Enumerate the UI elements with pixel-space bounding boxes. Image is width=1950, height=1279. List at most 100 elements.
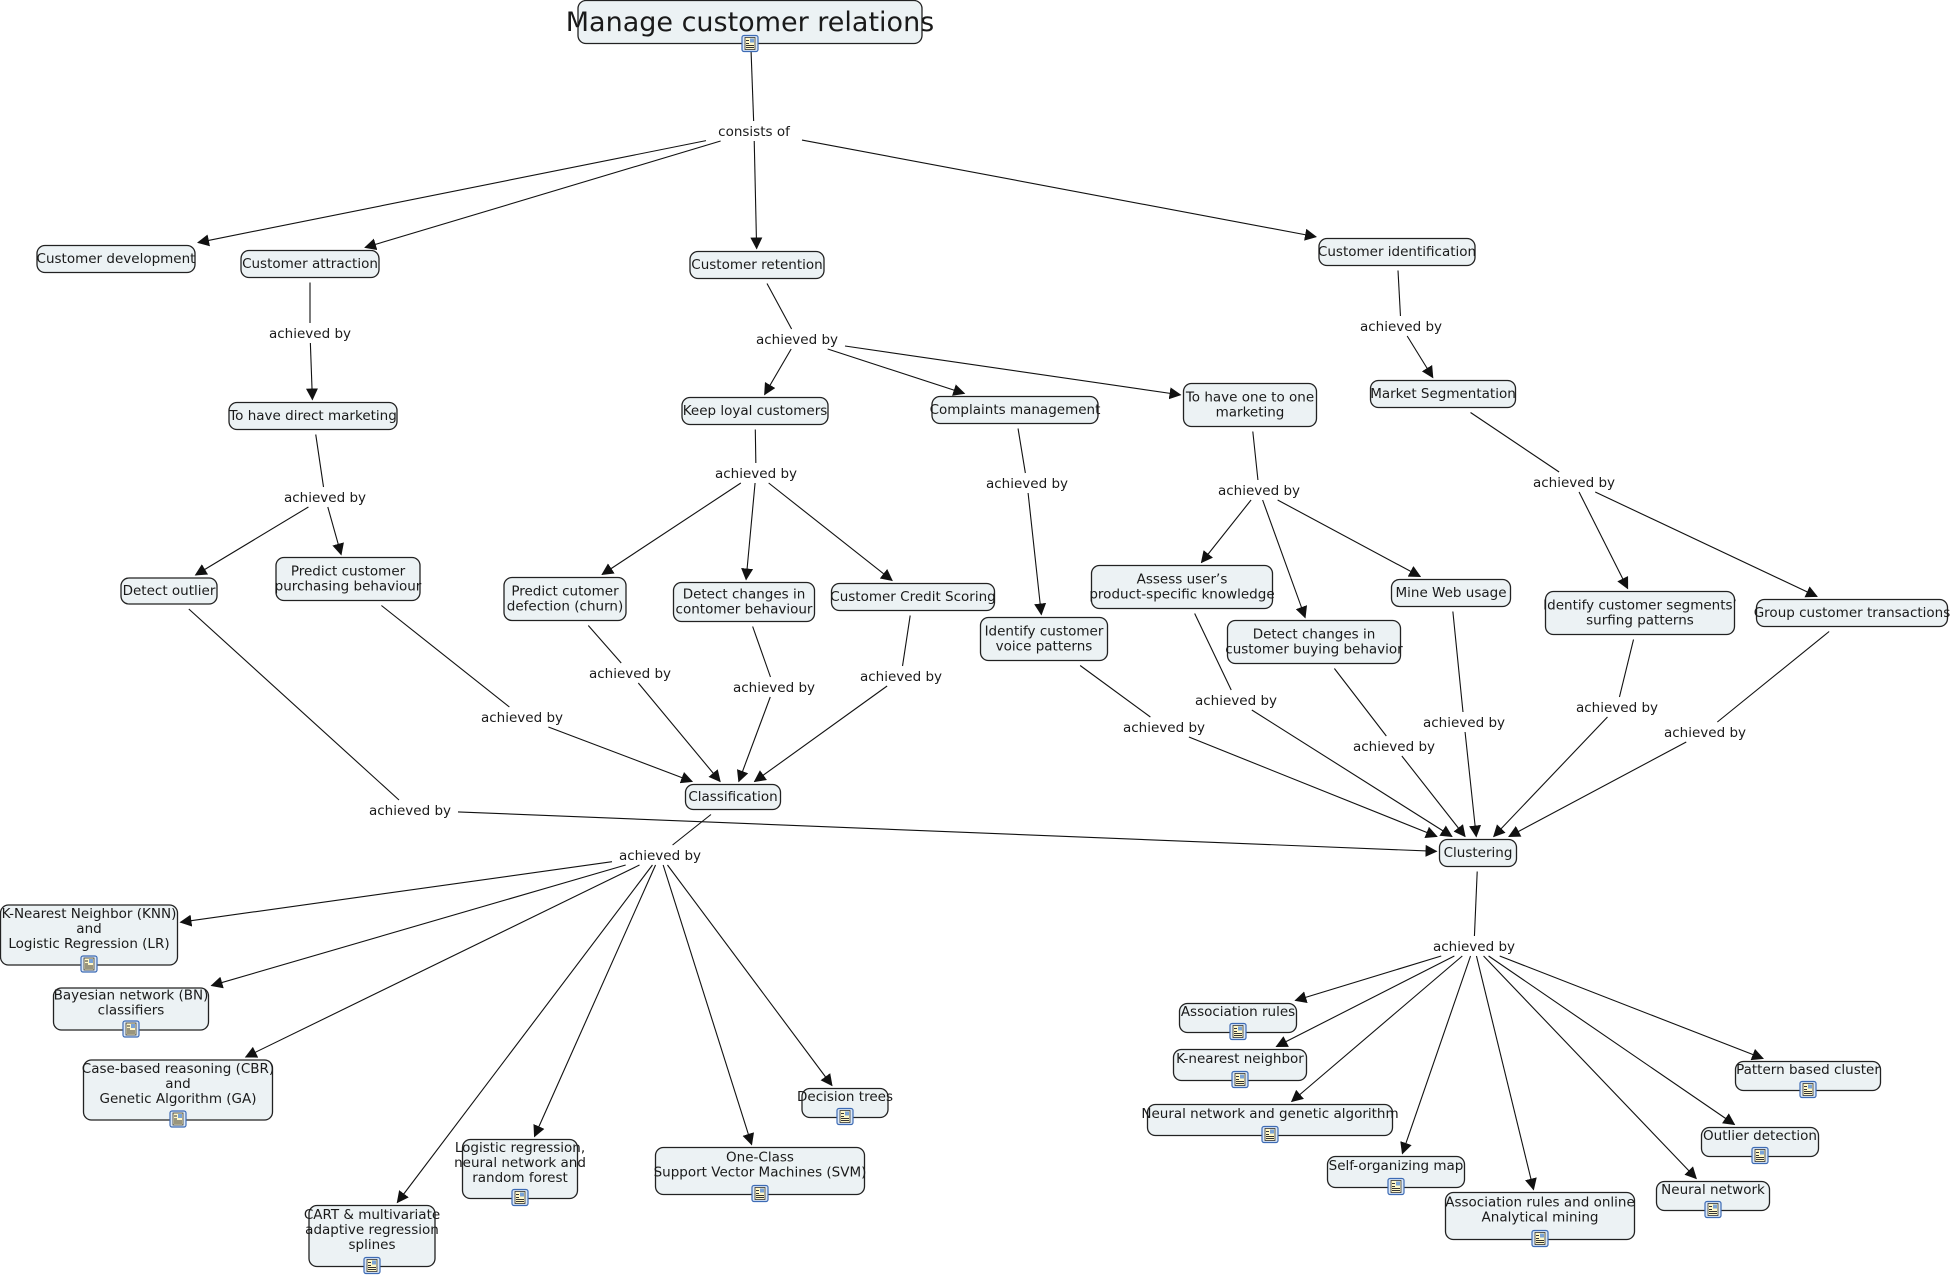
document-resource-icon[interactable]: [751, 1184, 769, 1203]
concept-box[interactable]: [1755, 598, 1949, 628]
concept-box[interactable]: [275, 556, 421, 602]
concept-node-logreg[interactable]: Logistic regression,neural network andra…: [454, 1138, 586, 1207]
document-resource-icon[interactable]: [1231, 1070, 1249, 1089]
document-resource-icon[interactable]: [1704, 1200, 1722, 1219]
arrow-l_clust-to-assoc2: [1475, 955, 1537, 1191]
linking-phrase[interactable]: achieved by: [1353, 739, 1435, 755]
linking-phrase[interactable]: achieved by: [369, 803, 451, 819]
linking-phrase[interactable]: achieved by: [860, 669, 942, 685]
concept-node-outlier[interactable]: Detect outlier: [120, 577, 218, 605]
concept-node-pattern[interactable]: Pattern based cluster: [1734, 1060, 1882, 1099]
linking-phrase[interactable]: achieved by: [1423, 715, 1505, 731]
document-resource-icon[interactable]: [1751, 1146, 1769, 1165]
concept-node-root[interactable]: Manage customer relations: [566, 0, 935, 53]
linking-phrase[interactable]: achieved by: [284, 490, 366, 506]
linking-phrase[interactable]: achieved by: [1195, 693, 1277, 709]
concept-box[interactable]: [830, 582, 996, 612]
concept-node-outdet[interactable]: Outlier detection: [1700, 1126, 1820, 1165]
concept-node-som[interactable]: Self-organizing map: [1326, 1155, 1466, 1196]
linking-phrase[interactable]: achieved by: [481, 710, 563, 726]
linking-phrase[interactable]: achieved by: [756, 332, 838, 348]
document-resource-icon[interactable]: [1387, 1177, 1405, 1196]
concept-box[interactable]: [1182, 382, 1318, 428]
concept-box[interactable]: [240, 249, 380, 279]
document-resource-icon[interactable]: [1799, 1080, 1817, 1099]
concept-node-compl[interactable]: Complaints management: [930, 395, 1101, 425]
concept-box[interactable]: [36, 244, 196, 274]
concept-node-dtree[interactable]: Decision trees: [797, 1087, 893, 1126]
concept-node-surf[interactable]: Identify customer segments’surfing patte…: [1543, 590, 1737, 636]
document-resource-icon[interactable]: [169, 1110, 187, 1128]
linking-phrase[interactable]: achieved by: [1533, 475, 1615, 491]
concept-node-ret[interactable]: Customer retention: [689, 250, 825, 280]
concept-node-dev[interactable]: Customer development: [36, 244, 196, 274]
concept-node-nn[interactable]: Neural network: [1655, 1180, 1771, 1219]
linking-phrase[interactable]: achieved by: [1433, 939, 1515, 955]
linking-phrase[interactable]: achieved by: [986, 476, 1068, 492]
concept-box[interactable]: [689, 250, 825, 280]
concept-box[interactable]: [681, 396, 829, 426]
concept-box[interactable]: [979, 616, 1109, 662]
linking-phrase[interactable]: consists of: [718, 124, 791, 140]
linking-phrase[interactable]: achieved by: [619, 848, 701, 864]
concept-node-mseg[interactable]: Market Segmentation: [1369, 379, 1517, 409]
concept-node-knn2[interactable]: K-nearest neighbor: [1172, 1048, 1308, 1089]
concept-node-nnga[interactable]: Neural network and genetic algorithm: [1141, 1103, 1399, 1144]
linking-phrase[interactable]: achieved by: [1664, 725, 1746, 741]
concept-box[interactable]: [1369, 379, 1517, 409]
document-resource-icon[interactable]: [1531, 1229, 1549, 1248]
concept-node-clust[interactable]: Clustering: [1438, 838, 1518, 868]
concept-node-loyal[interactable]: Keep loyal customers: [681, 396, 829, 426]
concept-box[interactable]: [1090, 564, 1274, 610]
concept-node-bn[interactable]: Bayesian network (BN)classifiers: [52, 987, 210, 1038]
document-resource-icon[interactable]: [122, 1020, 140, 1038]
linking-phrase[interactable]: achieved by: [1576, 700, 1658, 716]
concept-box[interactable]: [503, 576, 627, 622]
concept-box[interactable]: [228, 401, 398, 431]
concept-box[interactable]: [1226, 619, 1402, 665]
concept-box[interactable]: [120, 577, 218, 605]
linking-phrase[interactable]: achieved by: [1123, 720, 1205, 736]
concept-node-attr[interactable]: Customer attraction: [240, 249, 380, 279]
linking-phrase[interactable]: achieved by: [589, 666, 671, 682]
concept-box[interactable]: [684, 783, 782, 811]
document-resource-icon[interactable]: [741, 34, 759, 53]
concept-box[interactable]: [672, 581, 816, 623]
concept-box[interactable]: [1318, 237, 1476, 267]
linking-phrase[interactable]: achieved by: [269, 326, 351, 342]
linking-phrase[interactable]: achieved by: [1360, 319, 1442, 335]
concept-node-mine[interactable]: Mine Web usage: [1390, 578, 1512, 608]
document-resource-icon[interactable]: [1229, 1022, 1247, 1041]
concept-box[interactable]: [1390, 578, 1512, 608]
document-resource-icon[interactable]: [511, 1188, 529, 1207]
concept-node-assoc[interactable]: Association rules: [1178, 1002, 1298, 1041]
concept-box[interactable]: [1438, 838, 1518, 868]
concept-node-credit[interactable]: Customer Credit Scoring: [830, 582, 996, 612]
document-resource-icon[interactable]: [363, 1256, 381, 1275]
linking-phrase[interactable]: achieved by: [733, 680, 815, 696]
concept-node-class[interactable]: Classification: [684, 783, 782, 811]
concept-box[interactable]: [931, 395, 1099, 425]
linking-phrase[interactable]: achieved by: [715, 466, 797, 482]
document-resource-icon[interactable]: [1261, 1125, 1279, 1144]
concept-node-direct[interactable]: To have direct marketing: [228, 401, 398, 431]
concept-node-group[interactable]: Group customer transactions: [1754, 598, 1950, 628]
document-resource-icon[interactable]: [836, 1107, 854, 1126]
document-resource-icon[interactable]: [80, 955, 98, 973]
arrow-l_attr-to-direct: [306, 342, 319, 401]
concept-node-ident[interactable]: Customer identification: [1318, 237, 1476, 267]
linking-phrase[interactable]: achieved by: [1218, 483, 1300, 499]
concept-box[interactable]: [1544, 590, 1736, 636]
